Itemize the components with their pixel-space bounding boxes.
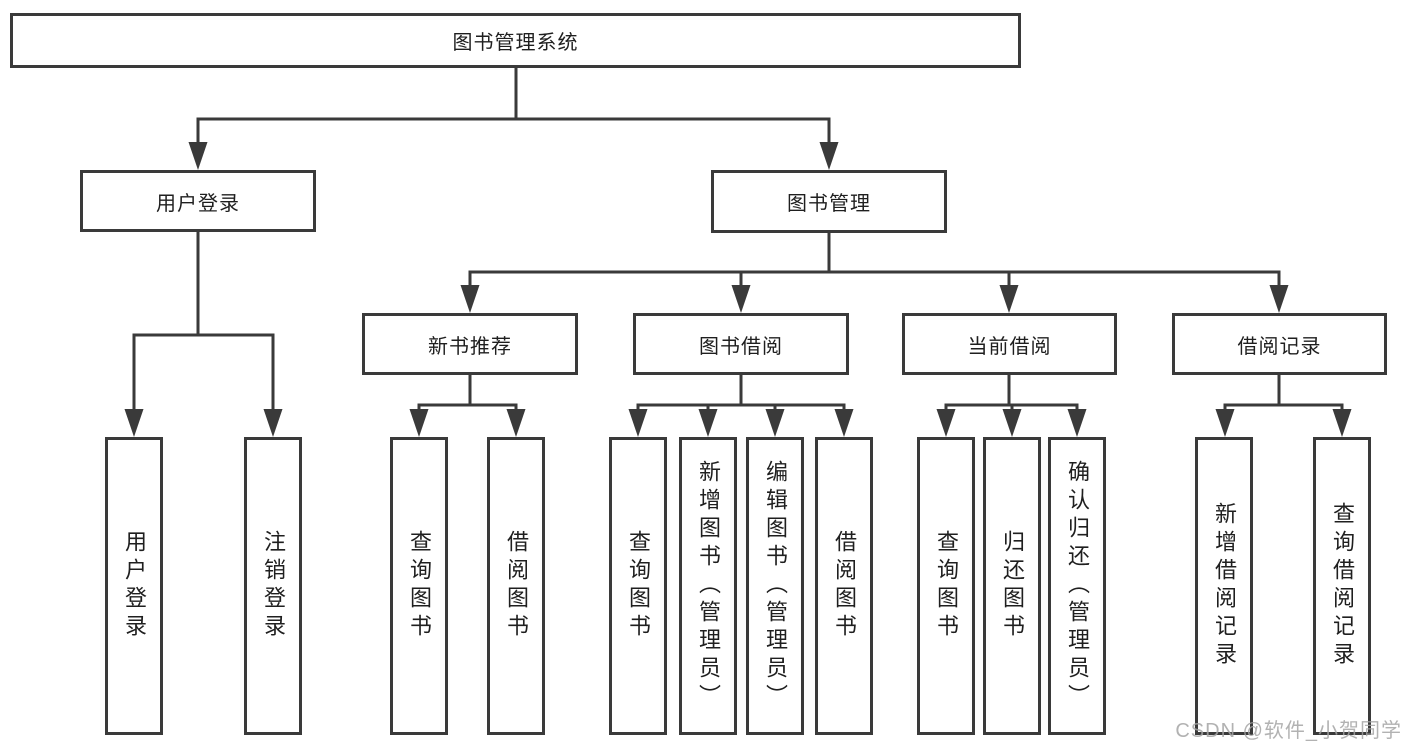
arrowhead-icon xyxy=(936,409,956,437)
arrowhead-icon xyxy=(188,142,208,170)
leaf-newbook-query-books: 查询图书 xyxy=(390,437,448,735)
arrowhead-icon xyxy=(124,409,144,437)
leaf-label: 新增借阅记录 xyxy=(1212,502,1237,670)
leaf-label: 新增图书（管理员） xyxy=(696,460,721,712)
leaf-logout: 注销登录 xyxy=(244,437,302,735)
leaf-newbook-borrow-books: 借阅图书 xyxy=(487,437,545,735)
leaf-label: 借阅图书 xyxy=(832,530,857,642)
leaf-label: 注销登录 xyxy=(261,530,286,642)
leaf-borrow-add-books-admin: 新增图书（管理员） xyxy=(679,437,737,735)
leaf-records-add-record: 新增借阅记录 xyxy=(1195,437,1253,735)
leaf-label: 借阅图书 xyxy=(504,530,529,642)
node-label: 用户登录 xyxy=(156,192,240,215)
arrowhead-icon xyxy=(819,142,839,170)
leaf-borrow-borrow-books: 借阅图书 xyxy=(815,437,873,735)
node-current-borrowing: 当前借阅 xyxy=(902,313,1117,375)
leaf-current-confirm-return-admin: 确认归还（管理员） xyxy=(1048,437,1106,735)
node-library-management-system: 图书管理系统 xyxy=(10,13,1021,68)
leaf-borrow-edit-books-admin: 编辑图书（管理员） xyxy=(746,437,804,735)
arrowhead-icon xyxy=(1067,409,1087,437)
node-label: 图书借阅 xyxy=(699,335,783,358)
leaf-current-return-books: 归还图书 xyxy=(983,437,1041,735)
node-label: 图书管理 xyxy=(787,193,871,215)
arrowhead-icon xyxy=(628,409,648,437)
arrowhead-icon xyxy=(765,409,785,437)
leaf-borrow-query-books: 查询图书 xyxy=(609,437,667,735)
arrowhead-icon xyxy=(460,285,480,313)
arrowhead-icon xyxy=(1332,409,1352,437)
leaf-current-query-books: 查询图书 xyxy=(917,437,975,735)
arrowhead-icon xyxy=(1269,285,1289,313)
leaf-label: 查询借阅记录 xyxy=(1330,502,1355,670)
leaf-user-login: 用户登录 xyxy=(105,437,163,735)
leaf-label: 查询图书 xyxy=(934,530,959,642)
node-label: 新书推荐 xyxy=(428,335,512,358)
node-label: 当前借阅 xyxy=(967,335,1052,358)
arrowhead-icon xyxy=(409,409,429,437)
leaf-label: 用户登录 xyxy=(122,530,147,642)
leaf-label: 编辑图书（管理员） xyxy=(763,460,788,712)
arrowhead-icon xyxy=(731,285,751,313)
watermark: CSDN @软件_小贺同学 xyxy=(1175,720,1402,742)
arrowhead-icon xyxy=(1215,409,1235,437)
node-book-management: 图书管理 xyxy=(711,170,947,233)
leaf-label: 归还图书 xyxy=(1000,530,1025,642)
arrowhead-icon xyxy=(506,409,526,437)
leaf-label: 确认归还（管理员） xyxy=(1065,460,1090,712)
arrowhead-icon xyxy=(1002,409,1022,437)
leaf-label: 查询图书 xyxy=(407,530,432,642)
node-book-borrowing: 图书借阅 xyxy=(633,313,849,375)
node-user-login-group: 用户登录 xyxy=(80,170,316,232)
arrowhead-icon xyxy=(999,285,1019,313)
node-label: 图书管理系统 xyxy=(452,32,579,54)
leaf-label: 查询图书 xyxy=(626,530,651,642)
arrowhead-icon xyxy=(834,409,854,437)
arrowhead-icon xyxy=(263,409,283,437)
leaf-records-query-record: 查询借阅记录 xyxy=(1313,437,1371,735)
arrowhead-icon xyxy=(698,409,718,437)
node-new-book-recommend: 新书推荐 xyxy=(362,313,578,375)
node-label: 借阅记录 xyxy=(1237,335,1322,358)
node-borrowing-records: 借阅记录 xyxy=(1172,313,1387,375)
